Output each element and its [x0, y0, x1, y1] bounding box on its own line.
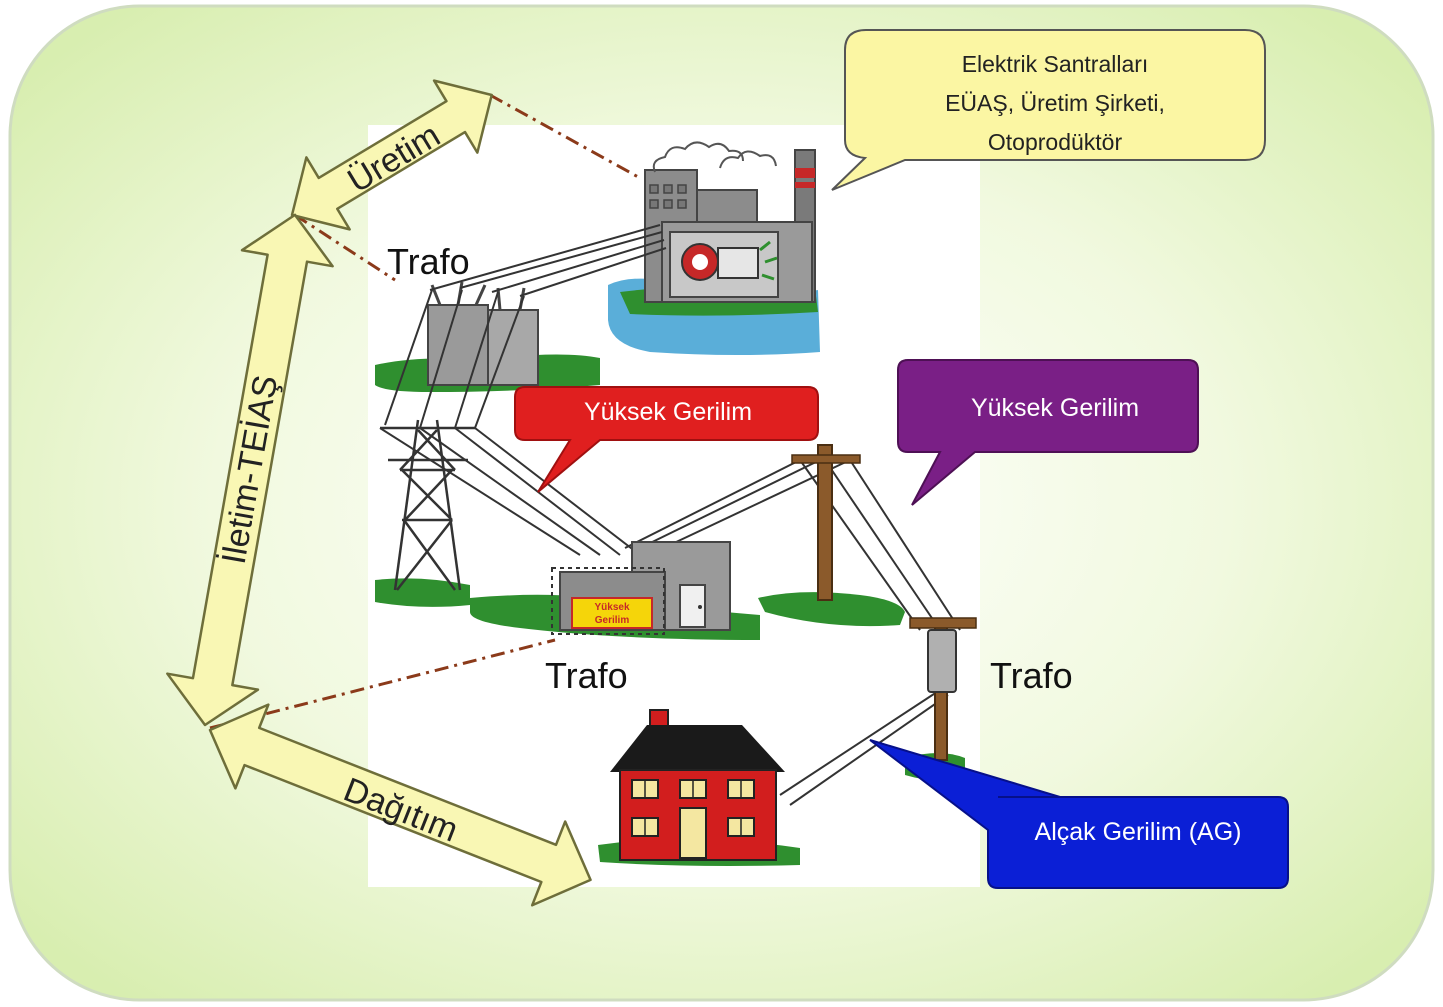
utility-pole-icon	[758, 444, 905, 627]
transformer-badge-line2: Gerilim	[595, 615, 630, 626]
connector-lines	[209, 93, 641, 730]
high-voltage-callout-red: Yüksek Gerilim	[514, 386, 819, 493]
connector-generation-trafo	[294, 213, 396, 282]
distribution-arrow[interactable]	[194, 688, 608, 922]
power-lines	[379, 224, 961, 806]
step-up-transformer-icon	[375, 281, 600, 392]
high-voltage-purple-text: Yüksek Gerilim	[971, 394, 1139, 422]
transformer-badge	[571, 597, 653, 629]
high-voltage-red-text: Yüksek Gerilim	[584, 398, 752, 426]
house-icon	[598, 709, 800, 866]
plants-callout-line2: EÜAŞ, Üretim Şirketi,	[945, 90, 1165, 116]
generation-arrow[interactable]	[270, 59, 513, 251]
transmission-arrow[interactable]	[160, 207, 341, 733]
plants-callout: Elektrik Santralları EÜAŞ, Üretim Şirket…	[831, 29, 1266, 191]
power-plant-icon	[608, 141, 820, 355]
low-voltage-text: Alçak Gerilim (AG)	[1035, 818, 1242, 846]
low-voltage-callout: Alçak Gerilim (AG)	[869, 739, 1289, 889]
high-voltage-callout-purple: Yüksek Gerilim	[897, 359, 1199, 506]
transmission-tower-icon	[375, 419, 475, 607]
connector-distribution-trafo	[209, 638, 556, 730]
substation-icon	[470, 541, 760, 640]
plants-callout-line3: Otoprodüktör	[988, 129, 1123, 155]
trafo-label-top: Trafo	[387, 241, 470, 282]
transformer-badge-line1: Yüksek	[594, 602, 629, 613]
trafo-label-middle: Trafo	[545, 655, 628, 696]
trafo-label-right: Trafo	[990, 655, 1073, 696]
plants-callout-line1: Elektrik Santralları	[962, 51, 1149, 77]
